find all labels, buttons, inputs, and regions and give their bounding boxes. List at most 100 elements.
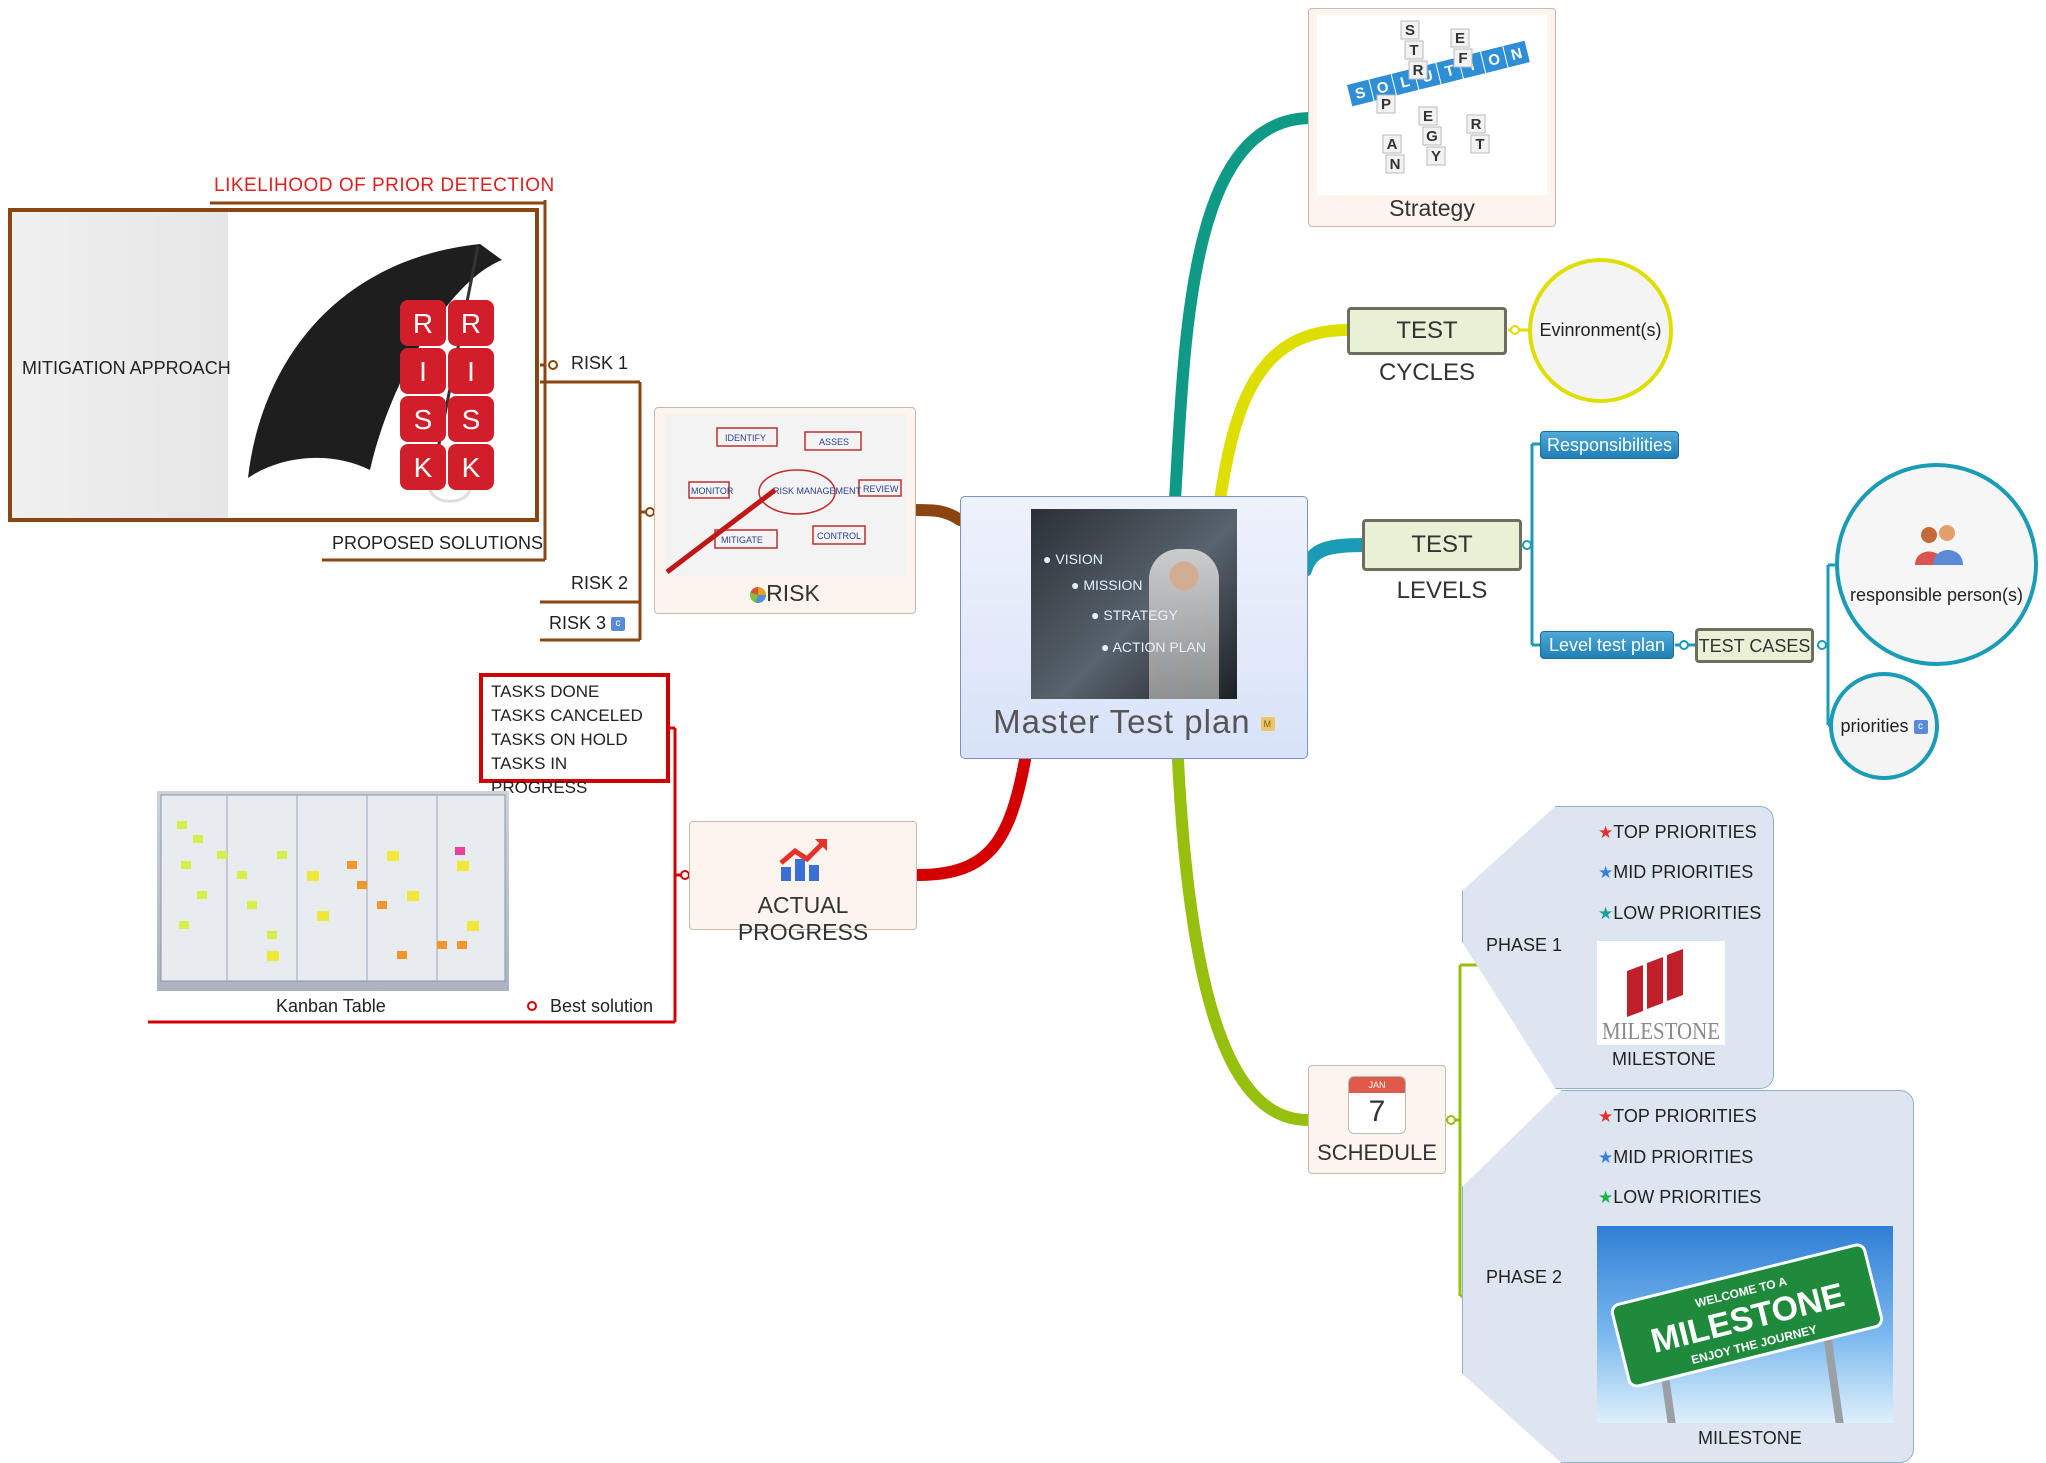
note-icon[interactable]: M <box>1260 717 1275 732</box>
responsible-persons-node[interactable]: responsible person(s) <box>1835 463 2038 666</box>
risk3-label: RISK 3 <box>549 613 607 633</box>
calendar-icon: JAN 7 <box>1348 1076 1406 1134</box>
phase1-label[interactable]: PHASE 1 <box>1486 935 1563 955</box>
svg-text:R: R <box>1413 62 1424 79</box>
phase2-mid-priorities[interactable]: ★MID PRIORITIES <box>1598 1147 1754 1167</box>
svg-text:O: O <box>1487 50 1503 69</box>
svg-text:I: I <box>467 356 475 387</box>
risk-topic[interactable]: IDENTIFY ASSES MONITOR RISK MANAGEMENT R… <box>654 407 916 614</box>
phase2-label[interactable]: PHASE 2 <box>1486 1267 1563 1287</box>
actual-progress-label: ACTUAL PROGRESS <box>737 892 869 945</box>
svg-text:IDENTIFY: IDENTIFY <box>725 433 766 443</box>
strategy-image: S O L U T I O N S T R E G Y E F <box>1317 15 1547 195</box>
central-title: Master Test plan <box>993 703 1251 740</box>
risk2-label[interactable]: RISK 2 <box>571 573 629 593</box>
presenter-figure <box>1149 549 1219 699</box>
risk3-node[interactable]: RISK 3 c <box>549 613 626 634</box>
people-icon <box>1913 523 1965 567</box>
phase1-mid-priorities[interactable]: ★MID PRIORITIES <box>1598 862 1754 882</box>
priorities-label: priorities <box>1840 716 1909 736</box>
svg-text:T: T <box>1443 62 1456 81</box>
task-on-hold: TASKS ON HOLD <box>491 730 628 749</box>
image-line-mission: ● MISSION <box>1071 577 1143 593</box>
phase1-low-priorities[interactable]: ★LOW PRIORITIES <box>1598 903 1762 923</box>
svg-text:RISK MANAGEMENT: RISK MANAGEMENT <box>773 486 862 496</box>
proposed-solutions-label[interactable]: PROPOSED SOLUTIONS <box>332 533 544 553</box>
svg-text:REVIEW: REVIEW <box>863 484 899 494</box>
svg-text:N: N <box>1509 45 1524 64</box>
link-icon[interactable]: c <box>611 617 626 632</box>
phase2-top-priorities[interactable]: ★TOP PRIORITIES <box>1598 1106 1757 1126</box>
strategy-label: Strategy <box>1389 195 1475 221</box>
svg-text:ASSES: ASSES <box>819 437 849 447</box>
svg-text:A: A <box>1387 136 1398 153</box>
svg-text:G: G <box>1426 128 1438 145</box>
task-canceled: TASKS CANCELED <box>491 706 643 725</box>
svg-text:CONTROL: CONTROL <box>817 531 861 541</box>
milestone-logo-image: MILESTONE <box>1597 941 1725 1045</box>
svg-text:K: K <box>414 452 433 483</box>
level-test-plan-node[interactable]: Level test plan <box>1540 631 1674 659</box>
likelihood-label[interactable]: LIKELIHOOD OF PRIOR DETECTION <box>214 175 555 196</box>
task-in-progress: TASKS IN PROGRESS <box>491 754 588 797</box>
schedule-label: SCHEDULE <box>1317 1140 1437 1165</box>
svg-text:S: S <box>462 404 481 435</box>
test-cases-node[interactable]: TEST CASES <box>1695 628 1814 663</box>
svg-text:L: L <box>1399 73 1412 92</box>
phase2-milestone-caption: MILESTONE <box>1698 1428 1802 1448</box>
test-cycles-topic[interactable]: TEST CYCLES <box>1347 307 1507 386</box>
trend-up-icon <box>779 837 829 883</box>
phase2-low-priorities[interactable]: ★LOW PRIORITIES <box>1598 1187 1762 1207</box>
responsible-label: responsible person(s) <box>1849 585 2024 605</box>
central-topic[interactable]: ● VISION ● MISSION ● STRATEGY ● ACTION P… <box>960 496 1308 759</box>
tasks-box[interactable]: TASKS DONE TASKS CANCELED TASKS ON HOLD … <box>479 673 670 797</box>
risk1-label[interactable]: RISK 1 <box>571 353 629 373</box>
svg-text:E: E <box>1455 30 1465 47</box>
svg-text:N: N <box>1390 156 1401 173</box>
environments-label: Evinronment(s) <box>1539 320 1662 340</box>
svg-text:S: S <box>1354 84 1368 103</box>
kanban-board-image <box>157 791 509 991</box>
svg-text:S: S <box>1405 22 1415 39</box>
svg-text:R: R <box>461 308 481 339</box>
link-icon[interactable]: c <box>1913 720 1928 735</box>
image-line-strategy: ● STRATEGY <box>1091 607 1178 623</box>
image-line-vision: ● VISION <box>1043 551 1103 567</box>
svg-text:Y: Y <box>1431 148 1441 165</box>
strategy-topic[interactable]: S O L U T I O N S T R E G Y E F <box>1308 8 1556 227</box>
best-solution-label[interactable]: Best solution <box>550 996 654 1016</box>
central-topic-image: ● VISION ● MISSION ● STRATEGY ● ACTION P… <box>1031 509 1237 699</box>
responsibilities-node[interactable]: Responsibilities <box>1540 431 1679 459</box>
svg-text:T: T <box>1475 136 1484 153</box>
image-line-action: ● ACTION PLAN <box>1101 639 1206 655</box>
svg-text:MITIGATE: MITIGATE <box>721 535 763 545</box>
environments-node[interactable]: Evinronment(s) <box>1528 258 1673 403</box>
mitigation-panel <box>12 212 228 518</box>
svg-text:E: E <box>1423 108 1433 125</box>
actual-progress-topic[interactable]: ACTUAL PROGRESS <box>689 821 917 945</box>
priorities-node[interactable]: priorities c <box>1829 672 1939 780</box>
risk-pie-icon <box>750 586 767 603</box>
risk-label: RISK <box>766 580 820 606</box>
phase1-milestone-caption: MILESTONE <box>1612 1049 1716 1069</box>
calendar-day: 7 <box>1368 1095 1386 1128</box>
svg-text:O: O <box>1375 78 1391 97</box>
risk-management-image: IDENTIFY ASSES MONITOR RISK MANAGEMENT R… <box>665 414 907 576</box>
svg-text:I: I <box>419 356 427 387</box>
svg-text:T: T <box>1409 42 1418 59</box>
task-done: TASKS DONE <box>491 682 600 701</box>
svg-text:K: K <box>462 452 481 483</box>
svg-text:S: S <box>414 404 433 435</box>
milestone-sign-image: WELCOME TO A MILESTONE ENJOY THE JOURNEY <box>1597 1226 1893 1423</box>
svg-text:P: P <box>1381 96 1391 113</box>
schedule-topic[interactable]: JAN 7 SCHEDULE <box>1308 1065 1446 1174</box>
svg-text:R: R <box>413 308 433 339</box>
calendar-month: JAN <box>1349 1077 1405 1093</box>
phase1-top-priorities[interactable]: ★TOP PRIORITIES <box>1598 822 1757 842</box>
test-levels-topic[interactable]: TEST LEVELS <box>1362 519 1522 604</box>
svg-text:MILESTONE: MILESTONE <box>1602 1019 1720 1045</box>
svg-text:R: R <box>1471 116 1482 133</box>
kanban-caption: Kanban Table <box>276 996 386 1016</box>
